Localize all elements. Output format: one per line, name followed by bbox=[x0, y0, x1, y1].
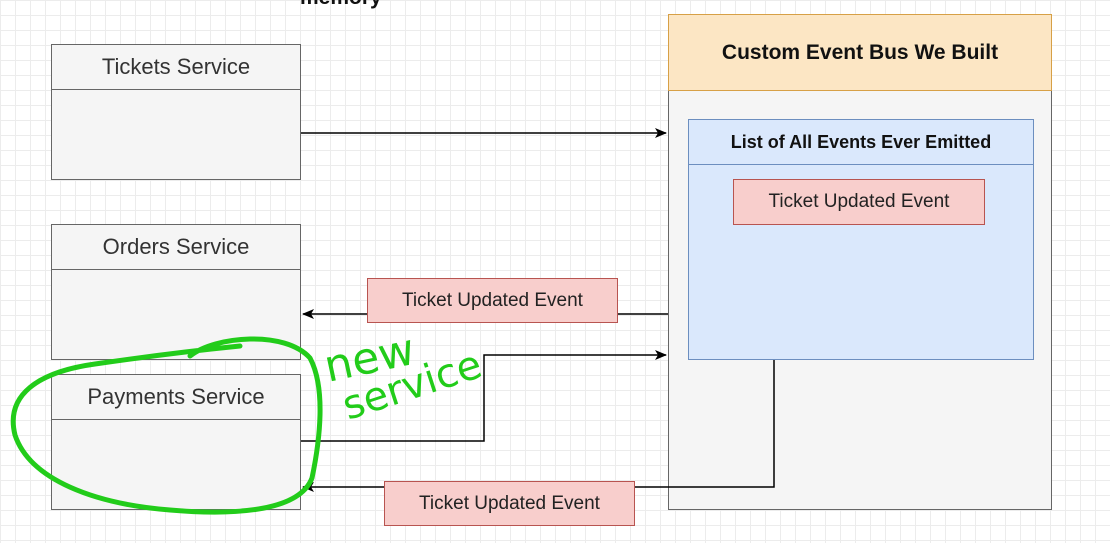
tickets-service-box: Tickets Service bbox=[51, 44, 301, 180]
tickets-service-label: Tickets Service bbox=[52, 45, 300, 90]
flow-event-to-payments: Ticket Updated Event bbox=[384, 481, 635, 526]
events-list-box: List of All Events Ever Emitted bbox=[688, 119, 1034, 360]
payments-to-bus-arrow bbox=[301, 350, 667, 442]
payments-service-label: Payments Service bbox=[52, 375, 300, 420]
orders-service-label: Orders Service bbox=[52, 225, 300, 270]
flow-event-to-orders: Ticket Updated Event bbox=[367, 278, 618, 323]
orders-service-box: Orders Service bbox=[51, 224, 301, 360]
handdrawn-circle bbox=[10, 336, 323, 515]
memory-text-fragment: memory bbox=[300, 0, 382, 10]
stored-event-box: Ticket Updated Event bbox=[733, 179, 985, 225]
events-list-title: List of All Events Ever Emitted bbox=[689, 120, 1033, 165]
event-bus-title: Custom Event Bus We Built bbox=[668, 14, 1052, 91]
payments-service-box: Payments Service bbox=[51, 374, 301, 510]
